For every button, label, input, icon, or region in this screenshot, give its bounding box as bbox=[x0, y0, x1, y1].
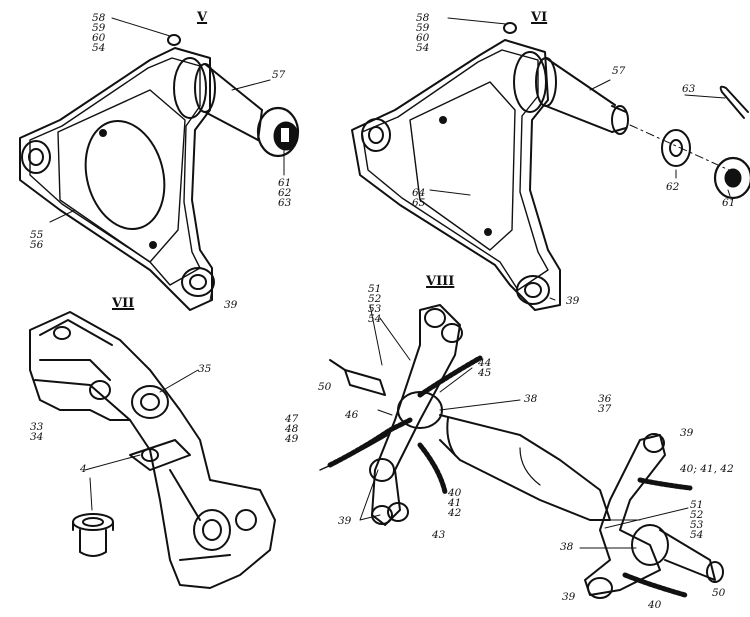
callout-viii-left: 47 48 49 bbox=[285, 413, 299, 445]
callout-text: 58 bbox=[92, 12, 106, 24]
callout-v-top: 58 59 60 54 bbox=[92, 12, 106, 54]
callout-text: 51 bbox=[690, 499, 704, 511]
callout-text: 62 bbox=[278, 187, 292, 199]
callout-text: 53 bbox=[368, 303, 382, 315]
callout-viii-bottom-stud: 50 bbox=[712, 587, 726, 599]
view-label-v: V bbox=[197, 10, 208, 25]
callout-text: 54 bbox=[368, 313, 382, 325]
callout-viii-axle: 38 bbox=[524, 393, 538, 405]
callout-text: 55 bbox=[30, 229, 44, 241]
callout-text: 40 bbox=[448, 487, 462, 499]
callout-text: 53 bbox=[690, 519, 704, 531]
callout-viii-bottom-mid: 43 bbox=[432, 529, 446, 541]
callout-text: 52 bbox=[690, 509, 704, 521]
callout-vii-bracket: 35 bbox=[198, 363, 212, 375]
callout-text: 58 bbox=[416, 12, 430, 24]
callout-text: 60 bbox=[92, 32, 106, 44]
callout-text: 52 bbox=[368, 293, 382, 305]
callout-viii-right-hose: 40; 41, 42 bbox=[680, 463, 734, 475]
view-vii-bracket bbox=[29, 311, 276, 589]
callout-text: 61 bbox=[278, 177, 292, 189]
callout-text: 48 bbox=[285, 423, 299, 435]
callout-vii-bushing: 4 bbox=[80, 463, 87, 475]
callout-text: 54 bbox=[416, 42, 430, 54]
callout-v-shaft: 57 bbox=[272, 69, 286, 81]
callout-vi-shaft: 57 bbox=[612, 65, 626, 77]
callout-viii-tube: 36 37 bbox=[598, 393, 612, 415]
callout-viii-arm: 46 bbox=[345, 409, 359, 421]
callout-text: 33 bbox=[30, 421, 44, 433]
view-viii-axle-assembly bbox=[319, 304, 724, 599]
callout-text: 60 bbox=[416, 32, 430, 44]
callout-viii-bottom-axle: 38 bbox=[560, 541, 574, 553]
view-label-vii: VII bbox=[112, 296, 135, 311]
callout-text: 65 bbox=[412, 197, 426, 209]
callout-text: 36 bbox=[598, 393, 612, 405]
callout-text: 54 bbox=[690, 529, 704, 541]
callout-text: 51 bbox=[368, 283, 382, 295]
callout-vi-bushing: 39 bbox=[566, 295, 580, 307]
callout-vi-plate: 64 65 bbox=[412, 187, 426, 209]
callout-viii-top: 51 52 53 54 bbox=[368, 283, 382, 325]
callout-viii-bottom-bushing: 39 bbox=[562, 591, 576, 603]
callout-text: 63 bbox=[278, 197, 292, 209]
callout-text: 44 bbox=[478, 357, 492, 369]
callout-text: 59 bbox=[416, 22, 430, 34]
callout-viii-stud: 50 bbox=[318, 381, 332, 393]
callout-vi-pin: 63 bbox=[682, 83, 696, 95]
callout-text: 42 bbox=[448, 507, 462, 519]
callout-v-nut: 61 62 63 bbox=[278, 177, 292, 209]
callout-text: 59 bbox=[92, 22, 106, 34]
callout-text: 56 bbox=[30, 239, 44, 251]
callout-viii-right: 51 52 53 54 bbox=[690, 499, 704, 541]
view-label-viii: VIII bbox=[426, 274, 455, 289]
callout-viii-bottom-hose: 40 bbox=[648, 599, 662, 611]
callout-vi-washer: 62 bbox=[666, 181, 680, 193]
callout-v-bushing: 39 bbox=[224, 299, 238, 311]
callout-viii-mid: 40 41 42 bbox=[448, 487, 462, 519]
view-vi-control-arm bbox=[351, 22, 750, 311]
callout-text: 37 bbox=[598, 403, 612, 415]
view-label-vi: VI bbox=[531, 10, 548, 25]
callout-viii-hose: 44 45 bbox=[478, 357, 492, 379]
leader-lines bbox=[49, 17, 731, 549]
callout-vii-body: 33 34 bbox=[30, 421, 44, 443]
callout-vi-top: 58 59 60 54 bbox=[416, 12, 430, 54]
callout-text: 47 bbox=[285, 413, 299, 425]
callout-text: 41 bbox=[448, 497, 462, 509]
callout-text: 64 bbox=[412, 187, 426, 199]
view-v-control-arm bbox=[19, 34, 300, 311]
callout-vi-nut: 61 bbox=[722, 197, 736, 209]
callout-text: 49 bbox=[285, 433, 299, 445]
callout-text: 45 bbox=[478, 367, 492, 379]
callout-v-plate: 55 56 bbox=[30, 229, 44, 251]
callout-text: 34 bbox=[30, 431, 44, 443]
callout-viii-right-bushing: 39 bbox=[680, 427, 694, 439]
callout-text: 54 bbox=[92, 42, 106, 54]
callout-viii-bottom-left: 39 bbox=[338, 515, 352, 527]
